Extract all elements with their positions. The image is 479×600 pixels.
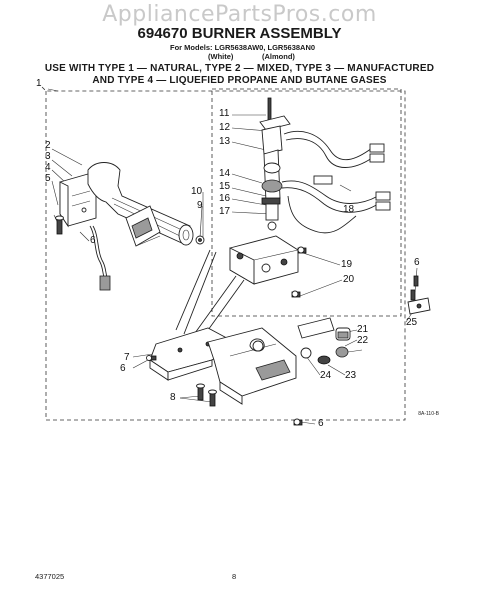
callout-8: 8 bbox=[170, 392, 176, 403]
callout-16: 16 bbox=[219, 193, 231, 204]
callout-1: 1 bbox=[36, 78, 42, 89]
callout-11: 11 bbox=[219, 108, 230, 119]
callout-7: 7 bbox=[124, 352, 130, 363]
callout-13: 13 bbox=[219, 136, 231, 147]
screw-5 bbox=[55, 215, 64, 235]
clip-25 bbox=[407, 275, 431, 315]
use-line-1: USE WITH TYPE 1 — NATURAL, TYPE 2 — MIXE… bbox=[44, 63, 435, 74]
callout-4: 4 bbox=[45, 162, 51, 173]
screw-20 bbox=[291, 290, 301, 298]
ignitor-subassembly-box bbox=[211, 88, 402, 317]
callout-15: 15 bbox=[219, 181, 231, 192]
mounting-plate bbox=[149, 327, 239, 381]
assembly-outline bbox=[41, 86, 406, 350]
callout-21: 21 bbox=[357, 324, 369, 335]
callout-24: 24 bbox=[320, 370, 332, 381]
document-number: 4377025 bbox=[35, 572, 65, 581]
callout-6-right: 6 bbox=[414, 257, 420, 268]
use-line-2: AND TYPE 4 — LIQUEFIED PROPANE AND BUTAN… bbox=[92, 75, 387, 86]
screws-8 bbox=[196, 383, 217, 407]
callout-17: 17 bbox=[219, 206, 231, 217]
wire-lead bbox=[89, 225, 111, 291]
models-line: For Models: LGR5638AW0, LGR5638AN0 bbox=[170, 43, 316, 52]
callout-3: 3 bbox=[45, 151, 51, 162]
wire-harness bbox=[281, 130, 391, 234]
callout-19: 19 bbox=[341, 259, 353, 270]
callout-14: 14 bbox=[219, 168, 231, 179]
callout-6-plate: 6 bbox=[120, 363, 126, 374]
callout-6-bottom: 6 bbox=[318, 418, 324, 429]
page-number: 8 bbox=[232, 572, 237, 581]
screw-6-bottom bbox=[293, 418, 303, 426]
callout-12: 12 bbox=[219, 122, 231, 133]
color-almond-label: (Almond) bbox=[262, 52, 295, 61]
base-bracket bbox=[207, 327, 297, 405]
callout-22: 22 bbox=[357, 335, 369, 346]
orifice-assembly bbox=[297, 317, 363, 365]
nut-9 bbox=[195, 235, 205, 245]
assembly-outline-lower bbox=[45, 91, 406, 421]
diagram-reference: 8A-110-B bbox=[418, 411, 439, 417]
heat-shield bbox=[125, 205, 161, 247]
color-white-label: (White) bbox=[208, 52, 234, 61]
callout-2: 2 bbox=[45, 140, 51, 151]
callout-10: 10 bbox=[191, 186, 203, 197]
callout-20: 20 bbox=[343, 274, 355, 285]
callout-5: 5 bbox=[45, 173, 51, 184]
burner-tube bbox=[87, 162, 194, 246]
page-title: 694670 BURNER ASSEMBLY bbox=[137, 25, 342, 42]
screw-6-left bbox=[146, 355, 157, 361]
callout-18: 18 bbox=[343, 204, 355, 215]
callout-6-bracket: 6 bbox=[90, 235, 96, 246]
screw-19 bbox=[297, 246, 307, 254]
callout-9: 9 bbox=[197, 200, 203, 211]
callout-23: 23 bbox=[345, 370, 357, 381]
ignitor-assembly bbox=[229, 97, 299, 285]
callout-25: 25 bbox=[406, 317, 418, 328]
watermark: AppliancePartsPros.com bbox=[102, 2, 377, 27]
mounting-bracket bbox=[59, 173, 97, 228]
